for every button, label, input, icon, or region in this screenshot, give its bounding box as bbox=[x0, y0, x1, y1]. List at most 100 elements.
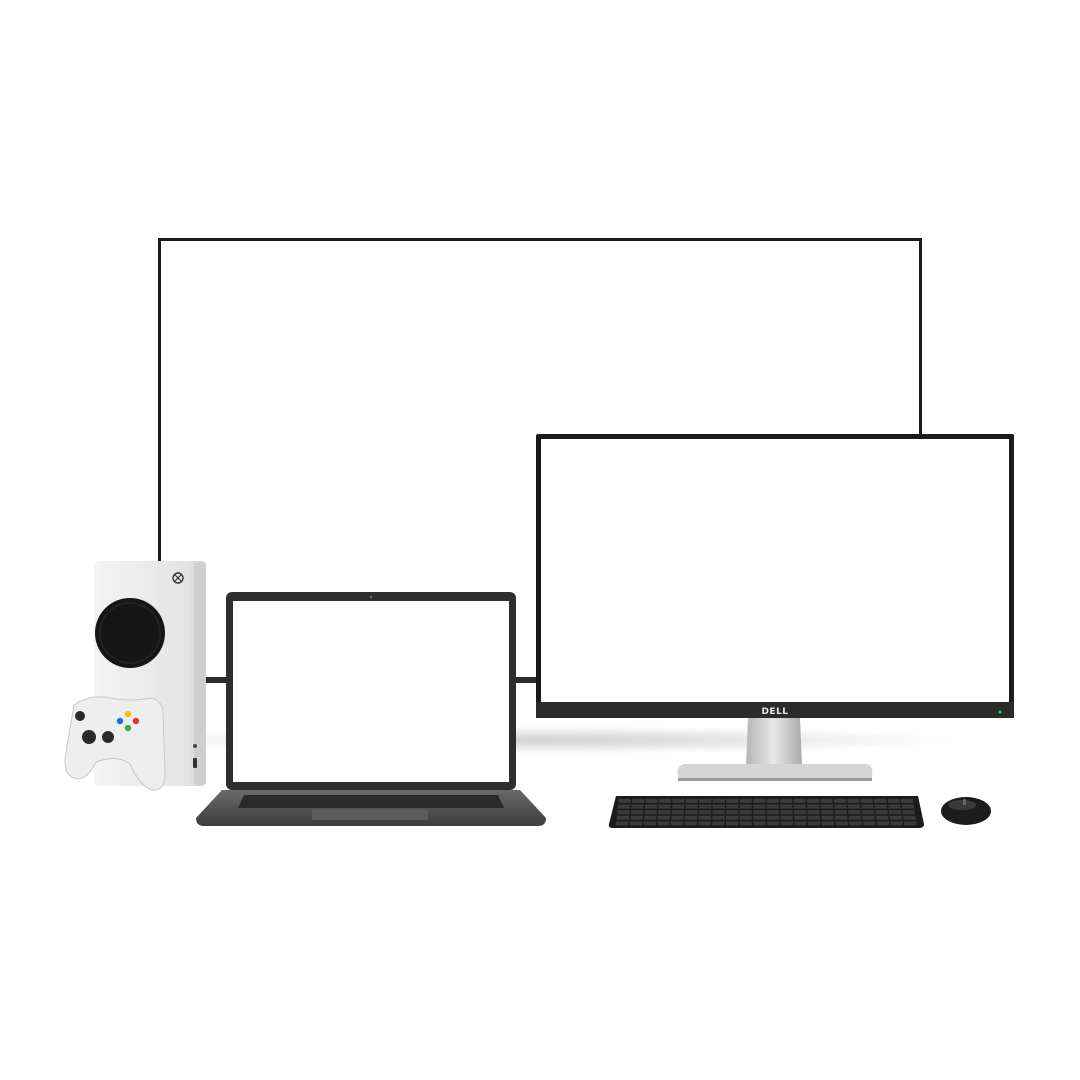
keyboard bbox=[608, 796, 924, 828]
keyboard-key bbox=[712, 815, 725, 820]
keyboard-key bbox=[780, 821, 793, 826]
keyboard-key bbox=[698, 815, 711, 820]
keyboard-key bbox=[834, 804, 847, 809]
keyboard-key bbox=[753, 804, 766, 809]
keyboard-key bbox=[712, 810, 725, 815]
keyboard-key bbox=[847, 804, 860, 809]
keyboard-key bbox=[617, 810, 630, 815]
keyboard-key bbox=[889, 810, 902, 815]
keyboard-key bbox=[863, 821, 876, 826]
console-vent-ring bbox=[99, 602, 161, 664]
keyboard-key bbox=[672, 799, 685, 803]
mouse-highlight bbox=[948, 800, 976, 810]
keyboard-key bbox=[874, 799, 887, 803]
keyboard-key bbox=[766, 799, 779, 803]
laptop-keyboard bbox=[238, 795, 504, 808]
keyboard-key bbox=[820, 799, 833, 803]
keyboard-keys bbox=[616, 799, 917, 826]
keyboard-key bbox=[807, 804, 820, 809]
keyboard-key bbox=[860, 799, 873, 803]
keyboard-key bbox=[903, 815, 916, 820]
keyboard-key bbox=[821, 810, 834, 815]
keyboard-key bbox=[629, 821, 643, 826]
keyboard-key bbox=[685, 799, 698, 803]
keyboard-key bbox=[659, 799, 672, 803]
keyboard-key bbox=[671, 815, 684, 820]
keyboard-key bbox=[753, 815, 766, 820]
keyboard-key bbox=[794, 821, 807, 826]
keyboard-key bbox=[739, 810, 752, 815]
keyboard-key bbox=[739, 821, 752, 826]
keyboard-key bbox=[901, 804, 914, 809]
console-side bbox=[194, 563, 206, 784]
keyboard-key bbox=[766, 804, 779, 809]
dell-monitor: DELL bbox=[536, 434, 1014, 781]
keyboard-key bbox=[739, 799, 752, 803]
keyboard-key bbox=[657, 821, 670, 826]
controller-button-x bbox=[116, 717, 124, 725]
console-usb-port bbox=[193, 758, 197, 768]
keyboard-key bbox=[739, 804, 752, 809]
keyboard-key bbox=[849, 821, 862, 826]
keyboard-key bbox=[888, 804, 901, 809]
keyboard-key bbox=[616, 821, 629, 826]
keyboard-key bbox=[672, 804, 685, 809]
keyboard-key bbox=[630, 815, 643, 820]
controller-left-stick bbox=[82, 730, 96, 744]
keyboard-key bbox=[645, 804, 658, 809]
keyboard-key bbox=[726, 810, 739, 815]
keyboard-key bbox=[658, 804, 671, 809]
keyboard-key bbox=[807, 799, 820, 803]
keyboard-key bbox=[780, 799, 793, 803]
keyboard-key bbox=[753, 799, 766, 803]
laptop-screen bbox=[233, 601, 509, 782]
controller-button-y bbox=[124, 710, 132, 718]
keyboard-key bbox=[889, 815, 902, 820]
monitor-stand-neck bbox=[746, 718, 802, 766]
keyboard-key bbox=[685, 815, 698, 820]
monitor-screen bbox=[541, 439, 1009, 702]
keyboard-key bbox=[767, 821, 780, 826]
monitor-chin bbox=[536, 702, 1014, 718]
keyboard-key bbox=[780, 815, 793, 820]
controller-button-b bbox=[132, 717, 140, 725]
keyboard-key bbox=[902, 810, 915, 815]
keyboard-key bbox=[848, 810, 861, 815]
keyboard-key bbox=[632, 799, 645, 803]
monitor-stand-base-edge bbox=[678, 778, 872, 781]
keyboard-key bbox=[862, 815, 875, 820]
keyboard-key bbox=[766, 815, 780, 820]
keyboard-key bbox=[616, 815, 629, 820]
keyboard-key bbox=[644, 815, 657, 820]
controller-button-a bbox=[124, 724, 132, 732]
keyboard-key bbox=[821, 815, 834, 820]
keyboard-key bbox=[726, 799, 739, 803]
keyboard-key bbox=[834, 810, 847, 815]
keyboard-key bbox=[820, 804, 833, 809]
keyboard-key bbox=[658, 810, 671, 815]
monitor-stand-base bbox=[677, 764, 873, 780]
console-vent bbox=[95, 598, 165, 668]
keyboard-key bbox=[793, 804, 806, 809]
keyboard-key bbox=[671, 821, 684, 826]
keyboard-key bbox=[835, 815, 848, 820]
keyboard-key bbox=[904, 821, 917, 826]
keyboard-key bbox=[618, 799, 631, 803]
keyboard-key bbox=[780, 810, 793, 815]
keyboard-body bbox=[608, 796, 924, 828]
mouse bbox=[941, 797, 991, 825]
keyboard-key bbox=[726, 815, 739, 820]
keyboard-key bbox=[631, 810, 644, 815]
keyboard-key bbox=[726, 804, 739, 809]
keyboard-key bbox=[890, 821, 903, 826]
console-button bbox=[193, 744, 197, 748]
keyboard-key bbox=[739, 815, 752, 820]
keyboard-key bbox=[671, 810, 684, 815]
keyboard-key bbox=[861, 804, 874, 809]
keyboard-key bbox=[807, 815, 820, 820]
keyboard-key bbox=[698, 810, 712, 815]
keyboard-key bbox=[643, 821, 656, 826]
keyboard-key bbox=[794, 815, 807, 820]
laptop-camera bbox=[369, 595, 373, 599]
keyboard-key bbox=[876, 815, 889, 820]
